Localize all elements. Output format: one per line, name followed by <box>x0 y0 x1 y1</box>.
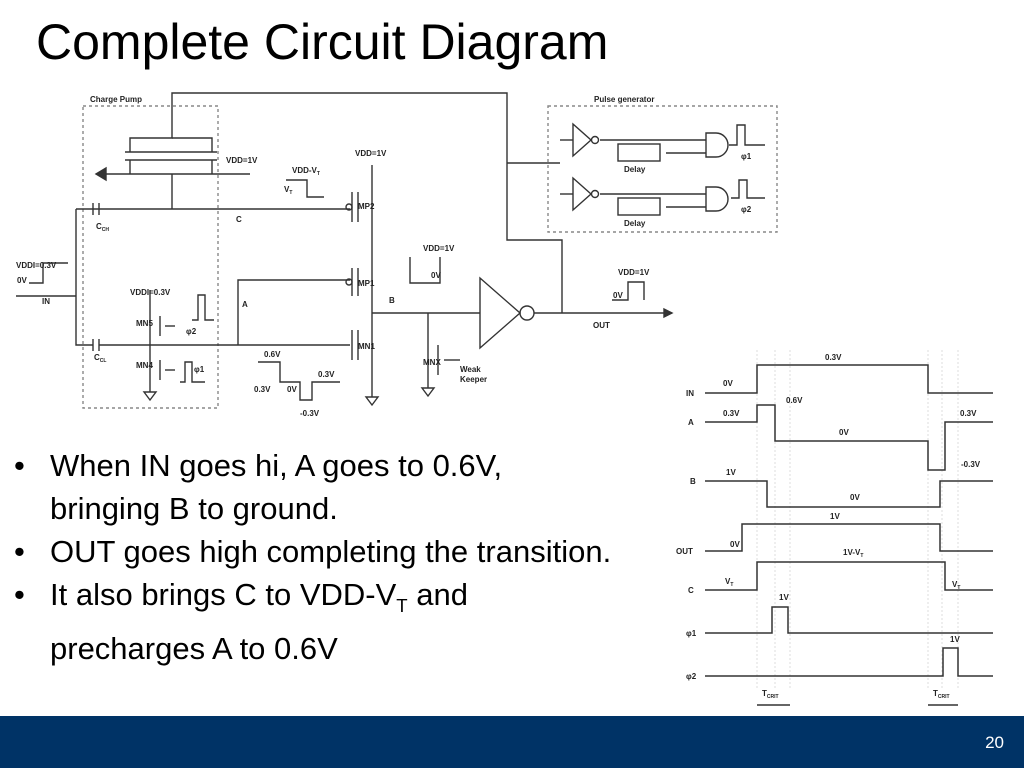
b-low-value: 0V <box>850 493 860 502</box>
timing-label-out: OUT <box>676 547 693 556</box>
bullet-item: OUT goes high completing the transition. <box>12 530 612 573</box>
ccl-label: CCL <box>94 353 106 364</box>
out-high-value: 1V <box>830 512 840 521</box>
mn5-label: MN5 <box>136 319 153 328</box>
charge-pump-box <box>82 105 219 409</box>
page-number: 20 <box>985 733 1004 752</box>
a-start-value: 0.3V <box>723 409 740 418</box>
timing-label-c: C <box>688 586 694 595</box>
tcrit-label-1: TCRIT <box>762 689 779 700</box>
vdd-label-keeper: VDD=1V <box>423 244 455 253</box>
mn4-label: MN4 <box>136 361 153 370</box>
out-waveform <box>705 523 993 552</box>
slide-title: Complete Circuit Diagram <box>36 14 609 70</box>
in-node-label: IN <box>42 297 50 306</box>
a-pulse-high-label: 0.6V <box>264 350 281 359</box>
bullet-text-3-post: and precharges A to 0.6V <box>50 577 468 667</box>
timing-label-a: A <box>688 418 694 427</box>
bullet-item: When IN goes hi, A goes to 0.6V, bringin… <box>12 444 612 530</box>
mn1-label: MN1 <box>358 342 375 351</box>
b-node-label: B <box>389 296 395 305</box>
vdd-label-cp: VDD=1V <box>226 156 258 165</box>
bullet-text-3-pre: It also brings C to VDD-V <box>50 577 397 612</box>
a-peak-value: 0.6V <box>786 396 803 405</box>
out-zero-label: 0V <box>613 291 623 300</box>
out-node-label: OUT <box>593 321 610 330</box>
timing-label-b: B <box>690 477 696 486</box>
footer-bar: 20 <box>0 716 1024 768</box>
delay-label-2: Delay <box>624 219 646 228</box>
out-mid-value: 1V-VT <box>843 548 863 559</box>
cch-label: CCH <box>96 222 109 233</box>
weak-keeper-label-1: Weak <box>460 365 481 374</box>
c-start-value: VT <box>725 577 733 588</box>
c-waveform <box>705 561 993 591</box>
phi2-high-value: 1V <box>950 635 960 644</box>
timing-label-phi2: φ2 <box>686 672 697 681</box>
phi2-label-schematic: φ2 <box>186 327 197 336</box>
vddi-label-in: VDDI=0.3V <box>16 261 57 270</box>
mnx-label: MNX <box>423 358 441 367</box>
vdd-label-stack: VDD=1V <box>355 149 387 158</box>
phi1-waveform <box>705 606 993 634</box>
phi1-label-schematic: φ1 <box>194 365 205 374</box>
phi1-high-value: 1V <box>779 593 789 602</box>
timing-label-in: IN <box>686 389 694 398</box>
pulse-generator-box <box>547 105 778 233</box>
a-pulse-03-right-label: 0.3V <box>318 370 335 379</box>
weak-keeper-label-2: Keeper <box>460 375 487 384</box>
vdd-minus-vt-label: VDD-VT <box>292 166 320 177</box>
b-waveform <box>705 480 993 508</box>
in-low-value: 0V <box>723 379 733 388</box>
out-low-value: 0V <box>730 540 740 549</box>
phi1-label-pulsegen: φ1 <box>741 152 752 161</box>
in-low-label: 0V <box>17 276 27 285</box>
a-pulse-neg-label: -0.3V <box>300 409 320 418</box>
bullet-text-2: OUT goes high completing the transition. <box>50 534 612 569</box>
pulse-generator-label: Pulse generator <box>594 95 654 104</box>
a-neg-value: -0.3V <box>961 460 981 469</box>
a-mid-value: 0V <box>839 428 849 437</box>
bullet-text-1: When IN goes hi, A goes to 0.6V, bringin… <box>50 448 503 526</box>
a-pulse-03-label: 0.3V <box>254 385 271 394</box>
phi2-waveform <box>705 647 993 677</box>
vddi-label-mn5: VDDI=0.3V <box>130 288 171 297</box>
timing-label-phi1: φ1 <box>686 629 697 638</box>
bullet-item: It also brings C to VDD-VT and precharge… <box>12 573 612 670</box>
a-end-value: 0.3V <box>960 409 977 418</box>
in-high-value: 0.3V <box>825 353 842 362</box>
vt-label-schematic: VT <box>284 185 292 196</box>
c-end-value: VT <box>952 580 960 591</box>
a-pulse-zero-label: 0V <box>287 385 297 394</box>
a-node-label: A <box>242 300 248 309</box>
mp2-label: MP2 <box>358 202 375 211</box>
bullet-text-3-sub: T <box>396 595 408 617</box>
bullet-list: When IN goes hi, A goes to 0.6V, bringin… <box>12 444 612 670</box>
keeper-zero-label: 0V <box>431 271 441 280</box>
c-node-label: C <box>236 215 242 224</box>
charge-pump-label: Charge Pump <box>90 95 142 104</box>
delay-label-1: Delay <box>624 165 646 174</box>
b-high-value: 1V <box>726 468 736 477</box>
in-waveform <box>705 364 993 394</box>
vdd-label-out: VDD=1V <box>618 268 650 277</box>
phi2-label-pulsegen: φ2 <box>741 205 752 214</box>
mp1-label: MP1 <box>358 279 375 288</box>
tcrit-label-2: TCRIT <box>933 689 950 700</box>
a-waveform <box>705 404 993 471</box>
